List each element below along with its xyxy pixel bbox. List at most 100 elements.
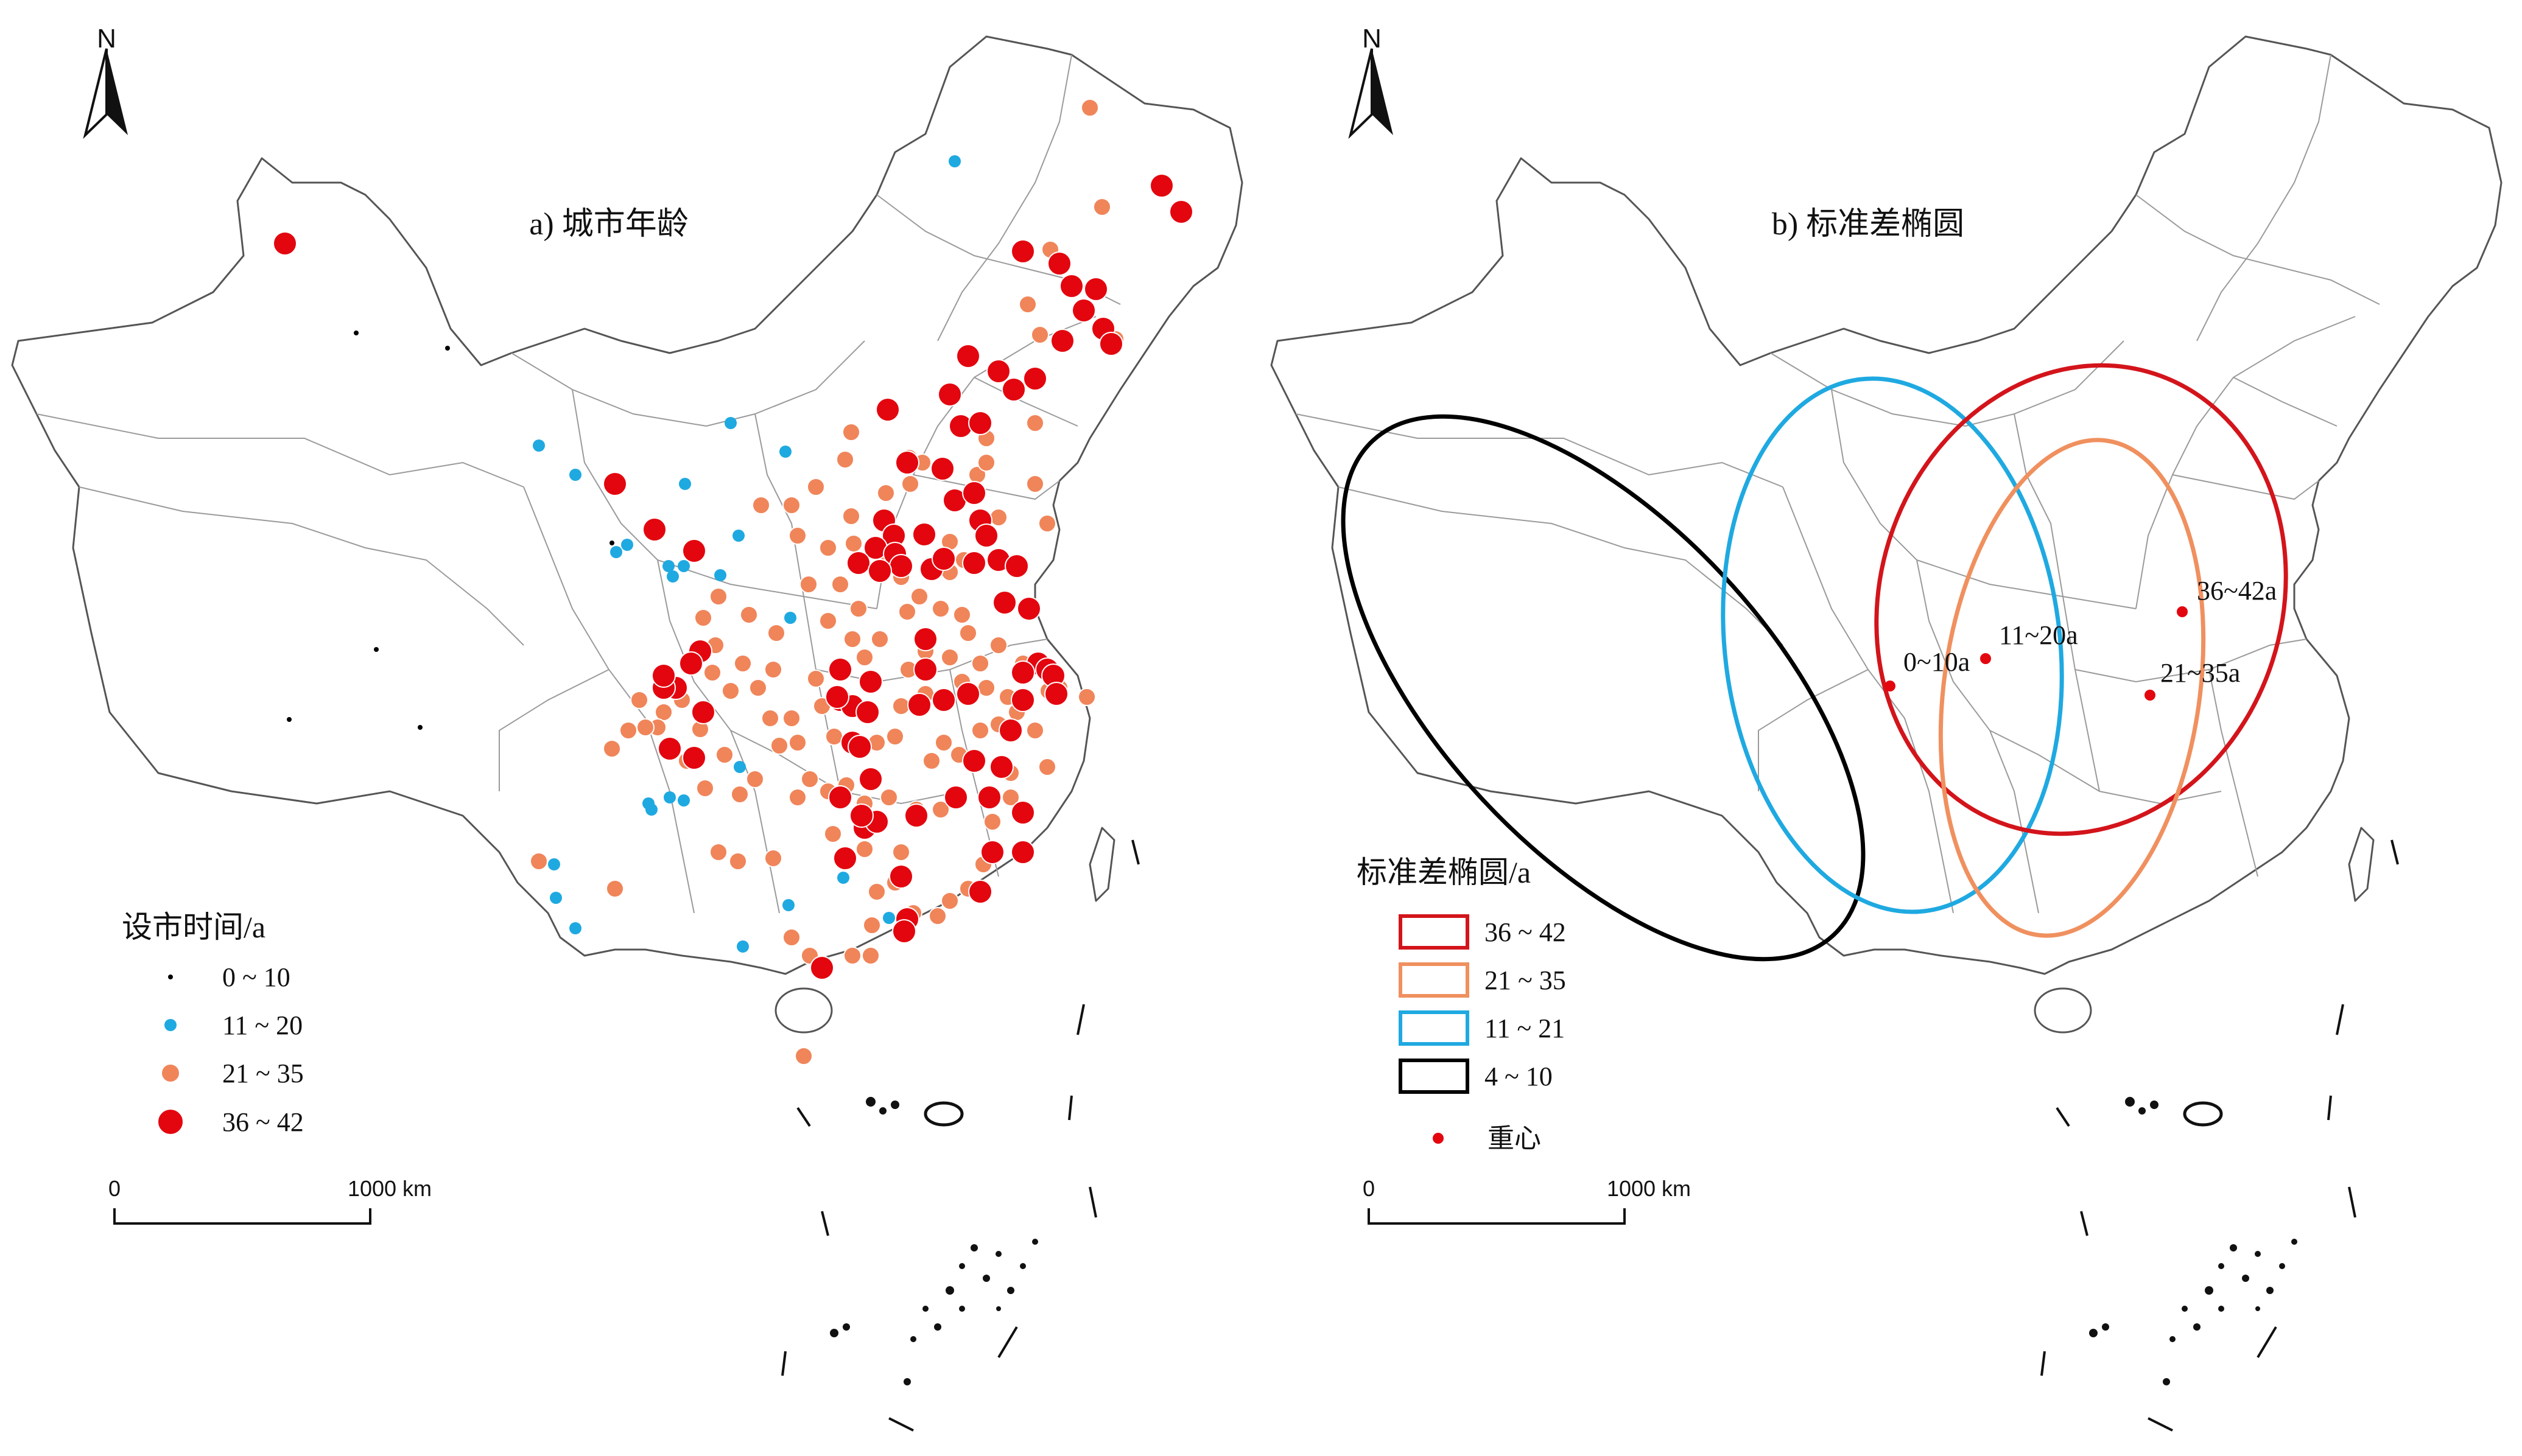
city-point-21-35 xyxy=(1031,326,1049,344)
city-point-36-42 xyxy=(1047,251,1072,276)
city-point-11-20 xyxy=(548,858,560,870)
city-point-21-35 xyxy=(877,484,895,502)
legend-b-symbol-36-42 xyxy=(1399,914,1469,950)
china-outline xyxy=(11,35,1243,975)
city-point-36-42 xyxy=(658,737,682,761)
city-point-21-35 xyxy=(746,770,764,788)
city-point-21-35 xyxy=(855,840,874,858)
city-point-36-42 xyxy=(986,359,1011,383)
city-point-21-35 xyxy=(1081,99,1099,117)
city-point-36-42 xyxy=(825,685,849,709)
city-point-21-35 xyxy=(849,600,868,618)
city-point-21-35 xyxy=(898,603,916,621)
legend-label-0-10: 0 ~ 10 xyxy=(222,962,290,992)
centroid-36-42 xyxy=(2177,606,2188,617)
city-point-36-42 xyxy=(962,481,986,505)
city-point-36-42 xyxy=(846,551,871,575)
city-points xyxy=(273,99,1193,1065)
legend-label-21-35: 21 ~ 35 xyxy=(222,1059,304,1088)
hainan-island xyxy=(775,987,833,1034)
panel-a-scalebar: 0 1000 km xyxy=(108,1176,432,1225)
legend-b-symbol-4-10 xyxy=(1399,1059,1469,1094)
city-point-36-42 xyxy=(913,657,938,682)
city-point-36-42 xyxy=(1002,377,1026,402)
city-point-11-20 xyxy=(883,912,895,924)
city-point-21-35 xyxy=(929,907,947,925)
city-point-21-35 xyxy=(932,800,950,819)
hainan-island-b xyxy=(2034,987,2092,1034)
city-point-36-42 xyxy=(1050,329,1075,353)
city-point-11-20 xyxy=(714,569,726,581)
city-point-21-35 xyxy=(789,527,807,545)
city-point-21-35 xyxy=(831,575,849,593)
city-point-21-35 xyxy=(977,679,996,697)
north-label-b: N xyxy=(1362,24,1382,54)
legend-symbol-11-20 xyxy=(164,1019,177,1031)
legend-b-title: 标准差椭圆/a xyxy=(1357,855,1531,889)
scalebar-b-end: 1000 km xyxy=(1607,1176,1691,1201)
city-point-21-35 xyxy=(932,600,950,618)
legend-b-centroid-label: 重心 xyxy=(1488,1124,1541,1153)
city-point-36-42 xyxy=(956,682,980,706)
north-arrow-b: N xyxy=(1348,24,1393,139)
city-point-36-42 xyxy=(855,700,880,724)
city-point-11-20 xyxy=(642,797,655,810)
city-point-36-42 xyxy=(691,700,715,724)
city-point-36-42 xyxy=(868,559,892,583)
city-point-11-20 xyxy=(949,155,961,167)
city-point-36-42 xyxy=(828,785,852,810)
ellipse-label-0-10: 0~10a xyxy=(1903,647,1970,677)
city-point-36-42 xyxy=(1011,239,1035,264)
city-point-21-35 xyxy=(795,1047,813,1065)
city-point-36-42 xyxy=(682,539,706,563)
city-point-11-20 xyxy=(837,872,849,884)
city-point-21-35 xyxy=(1093,198,1111,216)
city-point-11-20 xyxy=(621,539,633,551)
panel-b-scalebar: 0 1000 km xyxy=(1363,1176,1691,1225)
city-point-21-35 xyxy=(845,534,863,553)
city-point-11-20 xyxy=(569,469,581,481)
city-point-11-20 xyxy=(569,922,581,934)
city-point-36-42 xyxy=(859,767,883,791)
city-point-36-42 xyxy=(938,382,962,407)
legend-symbol-36-42 xyxy=(157,1108,184,1135)
legend-b-symbol-11-21 xyxy=(1399,1010,1469,1046)
city-point-21-35 xyxy=(722,682,740,700)
city-point-36-42 xyxy=(889,864,913,889)
panel-a-title: a) 城市年龄 xyxy=(529,207,688,242)
city-point-21-35 xyxy=(729,852,747,870)
city-point-21-35 xyxy=(959,624,977,642)
legend-b-symbol-21-35 xyxy=(1399,962,1469,998)
north-label: N xyxy=(97,24,116,54)
city-point-36-42 xyxy=(912,522,936,547)
city-point-36-42 xyxy=(1011,840,1035,864)
city-point-36-42 xyxy=(652,663,676,688)
city-point-11-20 xyxy=(779,446,792,458)
city-point-0-10 xyxy=(374,647,379,652)
city-point-21-35 xyxy=(819,539,837,557)
city-point-36-42 xyxy=(932,547,956,571)
city-point-0-10 xyxy=(445,346,450,351)
city-point-11-20 xyxy=(734,761,746,773)
city-point-21-35 xyxy=(630,691,648,709)
city-point-21-35 xyxy=(731,785,749,803)
city-point-21-35 xyxy=(782,709,801,727)
taiwan-island-b xyxy=(2348,827,2375,902)
ellipse-21-35 xyxy=(1938,438,2206,938)
city-point-21-35 xyxy=(749,679,767,697)
city-point-21-35 xyxy=(694,609,712,627)
city-point-21-35 xyxy=(770,737,789,755)
city-point-11-20 xyxy=(664,791,676,803)
city-point-36-42 xyxy=(682,746,706,770)
city-point-21-35 xyxy=(789,733,807,752)
city-point-36-42 xyxy=(913,627,938,651)
city-point-36-42 xyxy=(956,344,980,368)
legend-b-label-21-35: 21 ~ 35 xyxy=(1484,965,1566,995)
city-point-21-35 xyxy=(752,496,770,514)
city-point-36-42 xyxy=(930,457,955,481)
scalebar-b-start: 0 xyxy=(1363,1176,1375,1201)
taiwan-island xyxy=(1089,827,1115,902)
city-point-36-42 xyxy=(810,956,834,980)
city-point-21-35 xyxy=(740,606,758,624)
